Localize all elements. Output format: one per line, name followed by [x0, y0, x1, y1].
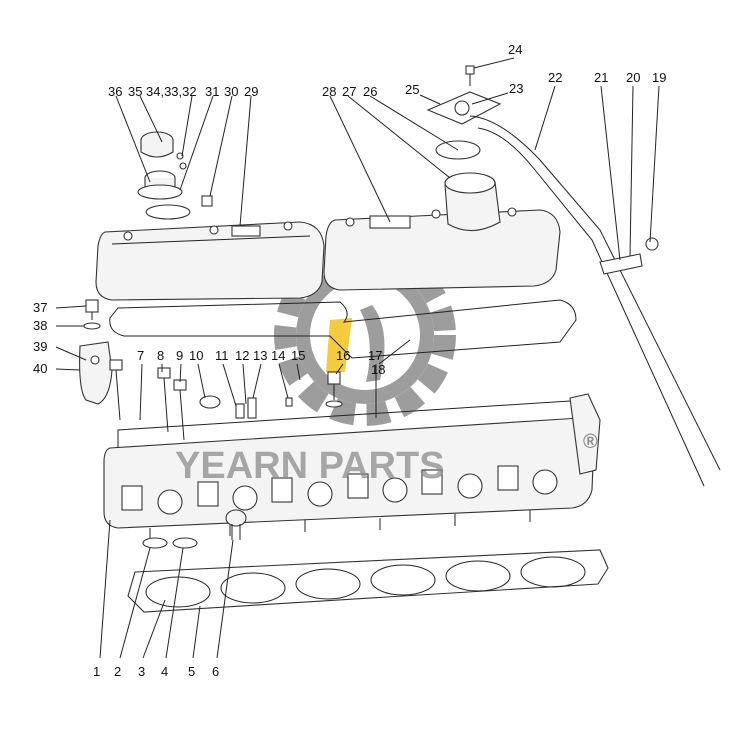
label-29: 29: [244, 84, 258, 99]
label-13: 13: [253, 348, 267, 363]
registered-mark: ®: [583, 431, 598, 453]
filler-neck: [137, 170, 183, 200]
breather-pipe: [469, 115, 721, 487]
rocker-cover-gasket: [109, 299, 577, 359]
label-4: 4: [161, 664, 168, 679]
label-10: 10: [189, 348, 203, 363]
head-ports: [121, 465, 558, 515]
label-18: 18: [371, 362, 385, 377]
label-36: 36: [108, 84, 122, 99]
flange-bolt: [465, 65, 475, 86]
label-22: 22: [548, 70, 562, 85]
label-9: 9: [176, 348, 183, 363]
label-39: 39: [33, 339, 47, 354]
label-16: 16: [336, 348, 350, 363]
label-11: 11: [215, 348, 229, 363]
part-labels: 1 2 3 4 5 6 7 8 9 10 11 12 13 14 15 16 1…: [33, 42, 666, 679]
label-31: 31: [205, 84, 219, 99]
label-24: 24: [508, 42, 522, 57]
label-38: 38: [33, 318, 47, 333]
label-7: 7: [137, 348, 144, 363]
small-fasteners: [176, 152, 213, 207]
valve-cover-right: [323, 207, 561, 291]
label-19: 19: [652, 70, 666, 85]
seal-rings: [142, 537, 198, 549]
label-37: 37: [33, 300, 47, 315]
end-plate: [569, 393, 601, 475]
head-bolts: [109, 359, 343, 441]
cylinder-head: [103, 399, 595, 540]
label-1: 1: [93, 664, 100, 679]
head-gasket: [127, 549, 609, 613]
label-2: 2: [114, 664, 121, 679]
label-28: 28: [322, 84, 336, 99]
label-6: 6: [212, 664, 219, 679]
core-plug: [225, 509, 247, 540]
breather-housing: [444, 172, 501, 232]
pipe-clamp: [599, 237, 659, 275]
label-12: 12: [235, 348, 249, 363]
label-17: 17: [368, 348, 382, 363]
label-34-33-32: 34,33,32: [146, 84, 197, 99]
breather-flange: [426, 91, 502, 125]
label-26: 26: [363, 84, 377, 99]
leader-lines: [55, 57, 660, 659]
label-30: 30: [224, 84, 238, 99]
label-14: 14: [271, 348, 285, 363]
label-21: 21: [594, 70, 608, 85]
label-23: 23: [509, 81, 523, 96]
thermostat-bracket: [79, 341, 113, 405]
label-15: 15: [291, 348, 305, 363]
watermark-text: YEARN PARTS: [175, 445, 445, 487]
valve-cover-left: [95, 221, 325, 301]
label-25: 25: [405, 82, 419, 97]
filler-gasket: [145, 204, 191, 220]
label-20: 20: [626, 70, 640, 85]
label-8: 8: [157, 348, 164, 363]
oil-filler-cap: [140, 131, 174, 158]
label-27: 27: [342, 84, 356, 99]
bracket-bolt: [83, 299, 101, 330]
label-35: 35: [128, 84, 142, 99]
label-3: 3: [138, 664, 145, 679]
label-5: 5: [188, 664, 195, 679]
label-40: 40: [33, 361, 47, 376]
